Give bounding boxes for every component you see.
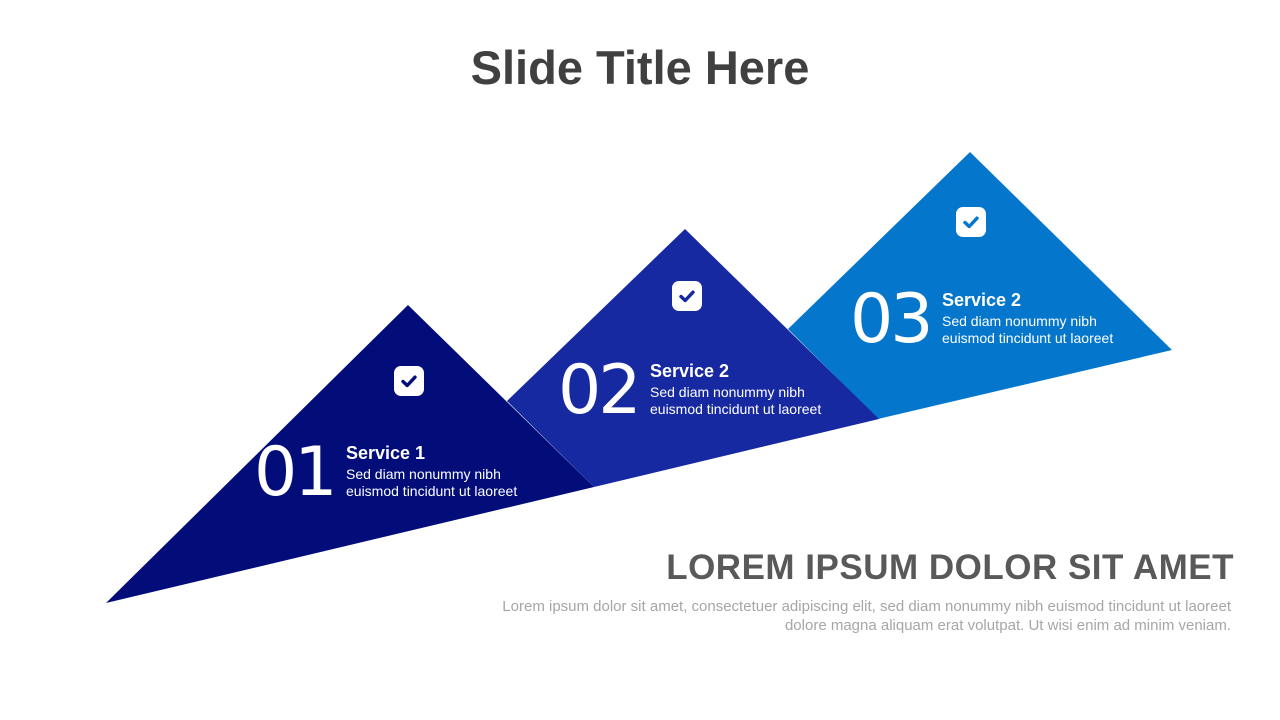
- step-number: 01: [254, 433, 338, 512]
- check-icon: [672, 281, 702, 311]
- triangle-step-3: [788, 152, 1172, 419]
- step-number: 03: [850, 280, 934, 359]
- step-description-line: Sed diam nonummy nibh: [346, 466, 501, 482]
- body-line: Lorem ipsum dolor sit amet, consectetuer…: [502, 598, 1231, 615]
- step-description-line: euismod tincidunt ut laoreet: [942, 330, 1114, 346]
- step-description-line: euismod tincidunt ut laoreet: [650, 401, 822, 417]
- section-heading: LOREM IPSUM DOLOR SIT AMET: [666, 548, 1234, 587]
- step-text-block: Service 2 Sed diam nonummy nibh euismod …: [650, 360, 870, 418]
- body-paragraph: Lorem ipsum dolor sit amet, consectetuer…: [411, 597, 1231, 635]
- check-icon: [394, 366, 424, 396]
- step-heading: Service 2: [942, 290, 1022, 310]
- step-description-line: Sed diam nonummy nibh: [650, 384, 805, 400]
- step-heading: Service 1: [346, 443, 426, 463]
- body-line: dolore magna aliquam erat volutpat. Ut w…: [784, 617, 1231, 634]
- check-icon: [956, 207, 986, 237]
- step-description-line: euismod tincidunt ut laoreet: [346, 483, 518, 499]
- step-number: 02: [558, 351, 642, 430]
- triangle-step-2: [507, 229, 879, 487]
- slide-title: Slide Title Here: [470, 41, 810, 94]
- step-text-block: Service 2 Sed diam nonummy nibh euismod …: [942, 289, 1162, 347]
- step-description-line: Sed diam nonummy nibh: [942, 313, 1097, 329]
- triangle-step-1: [106, 305, 594, 603]
- step-heading: Service 2: [650, 361, 730, 381]
- step-text-block: Service 1 Sed diam nonummy nibh euismod …: [346, 442, 566, 500]
